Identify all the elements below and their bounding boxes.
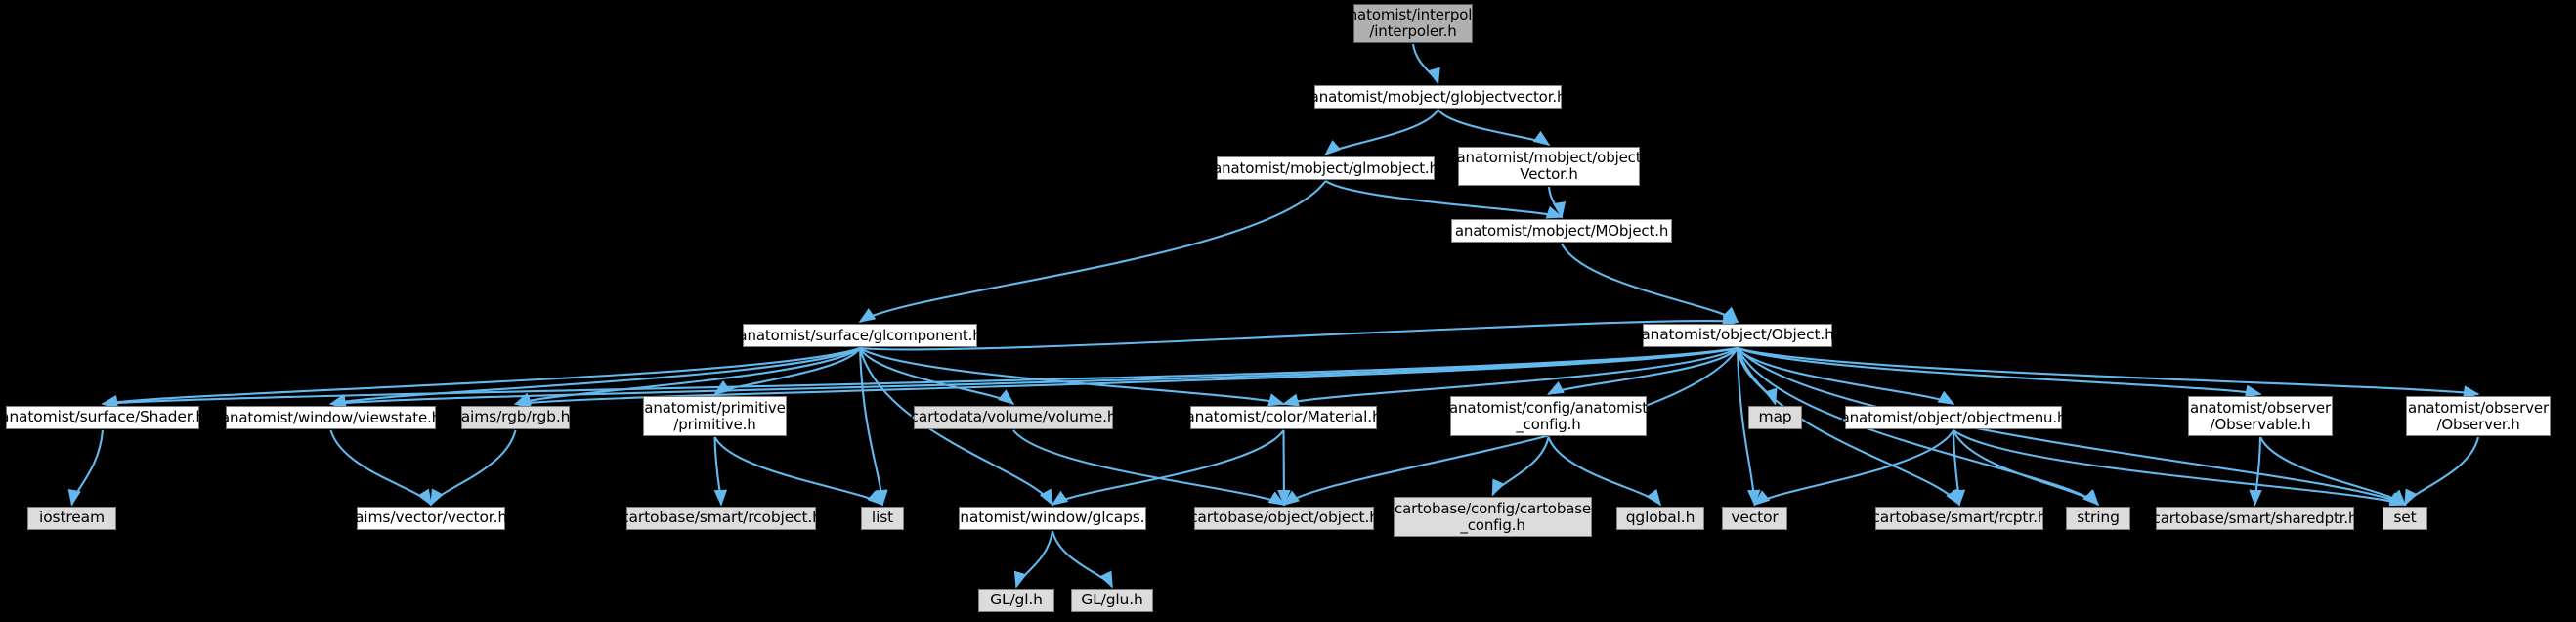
graph-node-glcaps[interactable]: anatomist/window/glcaps.h [951,507,1154,530]
graph-node-object_h[interactable]: anatomist/object/Object.h [1641,324,1834,347]
graph-node-string[interactable]: string [2066,507,2130,530]
graph-edge-object_h-to-anatomist_config [1547,347,1739,395]
graph-edge-observable-to-sharedptr [2249,436,2262,507]
graph-node-observer[interactable]: anatomist/observer /Observer.h [2406,396,2551,436]
graph-edge-globjectvector-to-glmobject [1324,109,1439,156]
graph-node-viewstate[interactable]: anatomist/window/viewstate.h [221,406,441,429]
graph-node-glmobject[interactable]: anatomist/mobject/glmobject.h [1213,156,1438,180]
graph-node-glu[interactable]: GL/glu.h [1071,589,1153,612]
graph-node-objectVector[interactable]: anatomist/mobject/object Vector.h [1457,147,1642,186]
graph-node-interpoler: anatomist/interpoler /interpoler.h [1340,4,1487,43]
graph-edge-glcomponent-to-shader [101,347,861,409]
graph-edge-glmobject-to-glcomponent [858,180,1327,323]
graph-node-observable[interactable]: anatomist/observer /Observable.h [2188,396,2333,436]
graph-node-anatomist_config[interactable]: anatomist/config/anatomist _config.h [1449,396,1648,436]
graph-edge-glmobject-to-mobject [1324,180,1564,219]
graph-edge-glcomponent-to-rgb [513,347,861,406]
graph-edge-object_h-to-observer [1737,346,2480,399]
graph-edge-observer-to-set [2404,436,2480,507]
graph-edge-objectmenu-to-set [1953,429,2407,507]
graph-edge-glcomponent-to-list [858,347,888,507]
graph-edge-object_h-to-observable [1737,347,2262,398]
graph-node-primitive[interactable]: anatomist/primitive /primitive.h [643,396,787,436]
graph-edge-object_h-to-rcptr [1736,347,1960,507]
graph-node-cartobase_config[interactable]: cartobase/config/cartobase _config.h [1394,497,1592,537]
graph-edge-anatomist_config-to-qglobal [1547,436,1662,507]
graph-node-volume[interactable]: cartodata/volume/volume.h [910,406,1117,429]
graph-edge-objectmenu-to-rcptr [1952,429,1966,507]
graph-node-iostream[interactable]: iostream [27,507,116,530]
graph-node-mobject[interactable]: anatomist/mobject/MObject.h [1451,219,1672,243]
graph-edge-glcaps-to-gl [1013,530,1054,589]
graph-edge-glcomponent-to-object_h [859,313,1739,351]
graph-edge-globjectvector-to-objectVector [1437,109,1551,146]
graph-edge-mobject-to-object_h [1561,243,1739,324]
graph-node-qglobal[interactable]: qglobal.h [1616,507,1704,530]
graph-edge-object_h-to-material [1281,347,1739,407]
graph-edge-observable-to-set [2259,436,2407,507]
graph-edge-material-to-cb_object [1277,429,1291,507]
graph-edge-object_h-to-rgb [513,346,1739,410]
graph-edge-object_h-to-shader [101,346,1739,410]
graph-edge-object_h-to-string [1737,347,2100,507]
graph-node-objectmenu[interactable]: anatomist/object/objectmenu.h [1841,406,2067,429]
graph-edge-anatomist_config-to-cartobase_config [1491,436,1550,497]
graph-edge-object_h-to-set [1737,347,2407,506]
graph-edge-glcomponent-to-viewstate [328,347,861,408]
graph-node-rgb[interactable]: aims/rgb/rgb.h [461,406,570,429]
graph-node-material[interactable]: anatomist/color/Material.h [1185,406,1382,429]
graph-edge-objectVector-to-mobject [1547,186,1567,219]
graph-edge-objectmenu-to-string [1953,429,2100,507]
graph-node-map[interactable]: map [1748,406,1802,429]
graph-edge-interpoler-to-globjectvector [1411,43,1440,85]
graph-node-sharedptr[interactable]: cartobase/smart/sharedptr.h [2153,507,2358,530]
graph-edge-object_h-to-viewstate [328,346,1739,410]
graph-node-vector[interactable]: vector [1722,507,1787,530]
graph-node-rcptr[interactable]: cartobase/smart/rcptr.h [1871,507,2047,530]
graph-edge-primitive-to-list [713,436,884,507]
graph-edge-object_h-to-objectmenu [1737,347,1955,405]
graph-edge-primitive-to-rcobject [713,436,728,507]
graph-edge-glcaps-to-glu [1051,530,1113,589]
graph-node-gl[interactable]: GL/gl.h [978,589,1054,612]
graph-edge-object_h-to-cb_object [1282,347,1739,507]
graph-node-shader[interactable]: anatomist/surface/Shader.h [0,406,205,429]
graph-node-aims_vector[interactable]: aims/vector/vector.h [355,507,507,530]
graph-edge-glcomponent-to-material [859,347,1286,407]
graph-node-set[interactable]: set [2383,507,2427,530]
graph-edge-shader-to-iostream [67,429,105,507]
graph-edge-rgb-to-aims_vector [430,429,517,507]
graph-edge-material-to-glcaps [1051,429,1285,506]
graph-node-globjectvector[interactable]: anatomist/mobject/globjectvector.h [1310,85,1566,109]
graph-edge-volume-to-cb_object [1012,429,1286,506]
graph-edge-viewstate-to-aims_vector [329,429,432,507]
graph-edge-objectmenu-to-vector [1753,429,1954,507]
graph-node-glcomponent[interactable]: anatomist/surface/glcomponent.h [738,324,982,347]
graph-node-list[interactable]: list [861,507,904,530]
graph-node-cb_object[interactable]: cartobase/object/object.h [1189,507,1379,530]
graph-edge-glcomponent-to-glcaps [858,347,1053,507]
graph-node-rcobject[interactable]: cartobase/smart/rcobject.h [621,507,822,530]
